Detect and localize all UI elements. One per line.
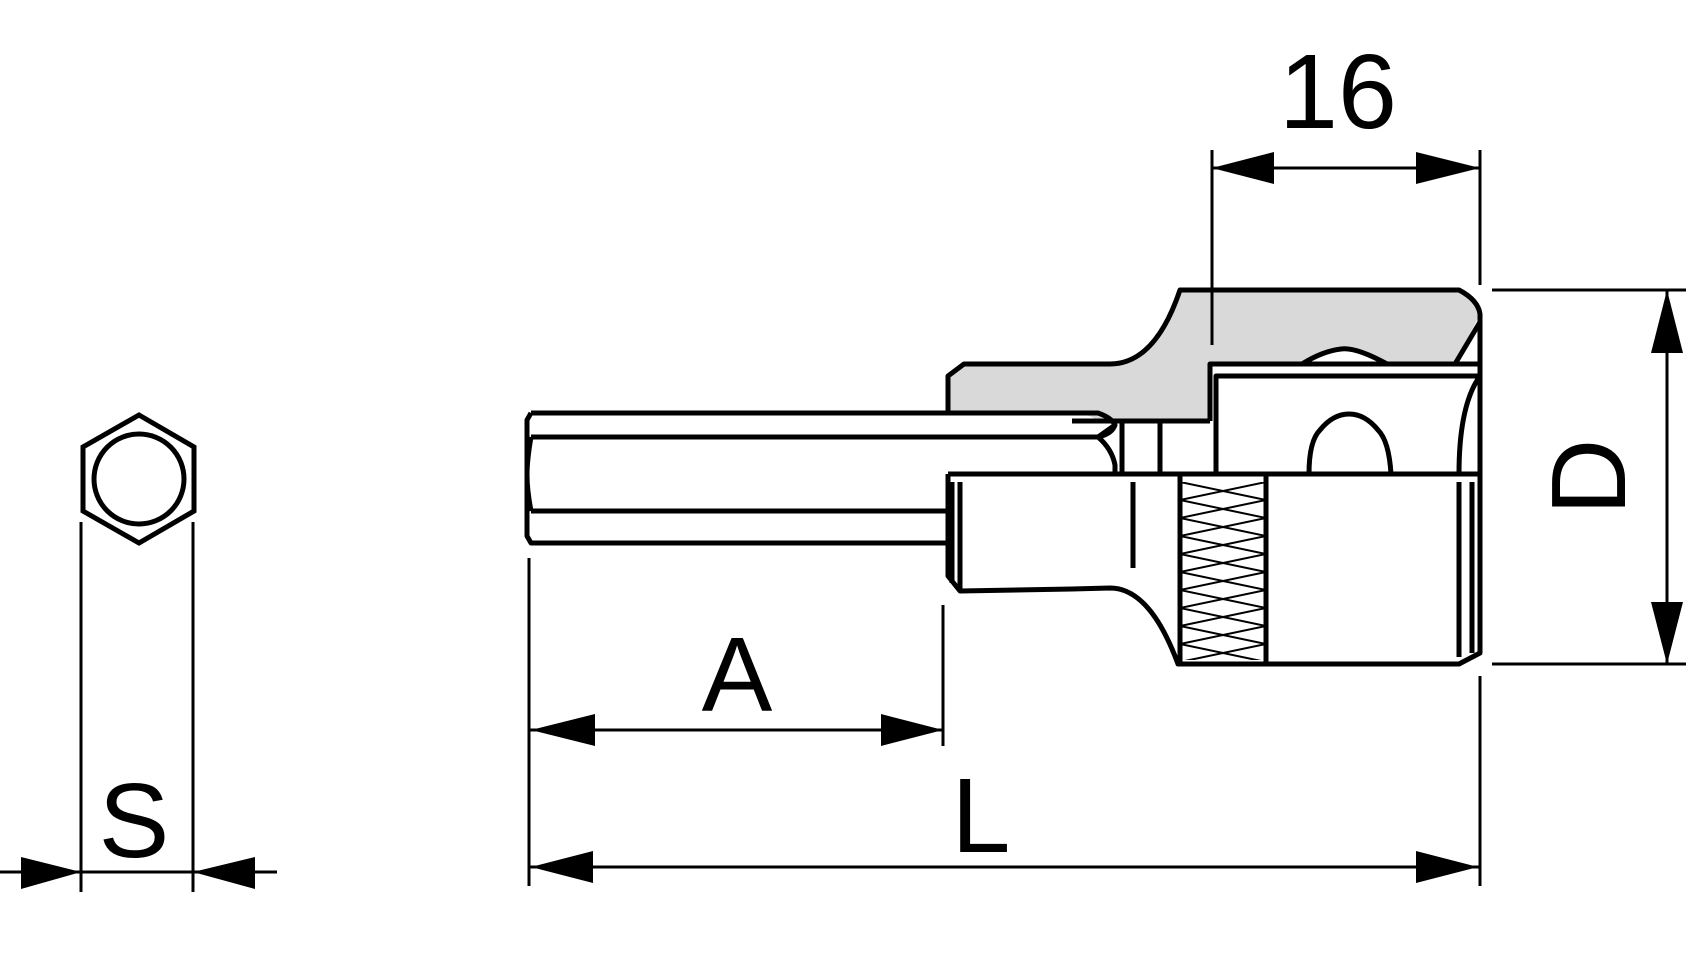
- dimension-arrows: [531, 152, 1683, 883]
- dimension-lines: [527, 150, 1686, 886]
- shaded-section: [948, 290, 1480, 421]
- hex-outline: [80, 412, 197, 546]
- label-s: S: [99, 762, 170, 880]
- label-d: D: [1530, 439, 1648, 516]
- hex-shaft: [524, 410, 1118, 546]
- bore-circle: [91, 431, 187, 527]
- hex-end-view: [80, 412, 197, 546]
- label-l: L: [952, 757, 1011, 875]
- tool-body-outline: [945, 287, 1483, 667]
- label-a: A: [702, 616, 773, 734]
- label-16: 16: [1279, 33, 1397, 151]
- knurl-pattern: [1180, 482, 1266, 660]
- dimension-s-arrows: [21, 857, 255, 889]
